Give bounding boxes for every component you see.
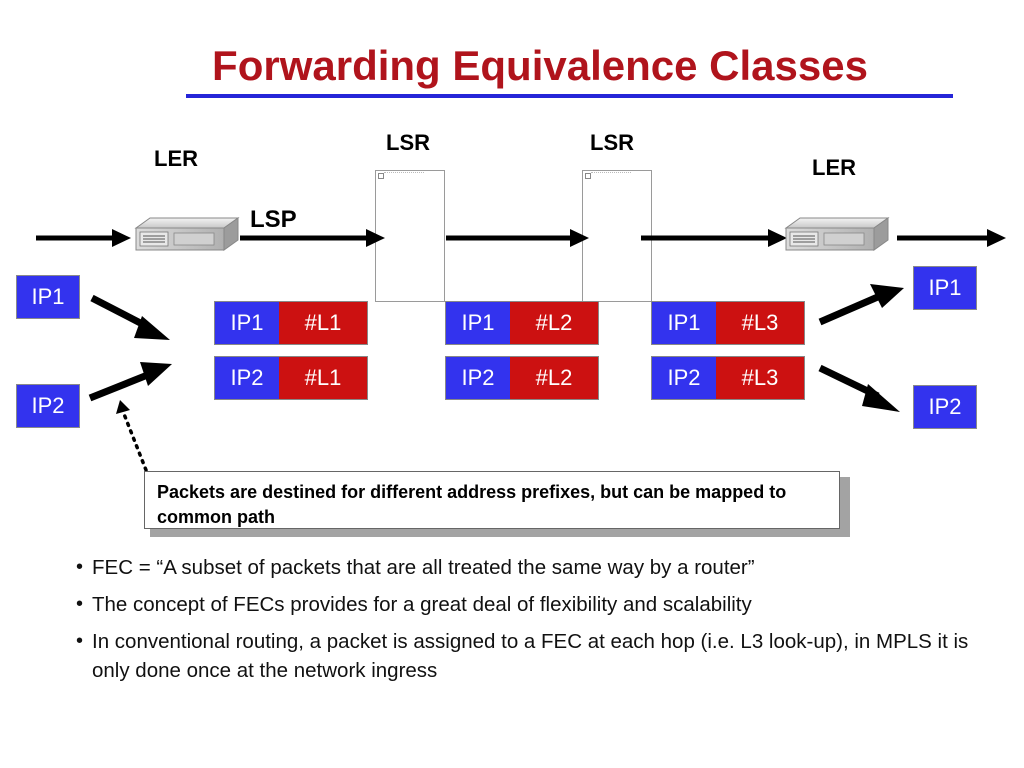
lsp-arrow-1 bbox=[36, 229, 131, 247]
lsr-2-node bbox=[582, 170, 652, 302]
label-row-label: #L3 bbox=[716, 302, 804, 344]
callout-connector bbox=[116, 400, 148, 472]
input-arrow-ip1 bbox=[90, 294, 170, 340]
placeholder-corner-icon bbox=[378, 173, 384, 179]
label-row-ip: IP2 bbox=[446, 357, 510, 399]
bullet-item: • FEC = “A subset of packets that are all… bbox=[72, 553, 972, 582]
label-row-ip: IP1 bbox=[446, 302, 510, 344]
output-arrow-ip1 bbox=[818, 284, 904, 326]
output-arrow-ip2 bbox=[818, 364, 900, 412]
label-table-3-row-1: IP1 #L3 bbox=[651, 301, 805, 345]
bullet-list: • FEC = “A subset of packets that are all… bbox=[72, 553, 972, 693]
bullet-dot-icon: • bbox=[76, 593, 84, 615]
placeholder-caption bbox=[384, 172, 424, 176]
input-ip2-box: IP2 bbox=[16, 384, 80, 428]
label-table-2-row-2: IP2 #L2 bbox=[445, 356, 599, 400]
label-row-ip: IP1 bbox=[215, 302, 279, 344]
output-ip1-box: IP1 bbox=[913, 266, 977, 310]
title-underline bbox=[186, 94, 953, 98]
output-ip2-box: IP2 bbox=[913, 385, 977, 429]
label-row-label: #L2 bbox=[510, 302, 598, 344]
label-table-3-row-2: IP2 #L3 bbox=[651, 356, 805, 400]
lsp-arrow-3 bbox=[446, 229, 589, 247]
label-row-label: #L3 bbox=[716, 357, 804, 399]
label-table-2-row-1: IP1 #L2 bbox=[445, 301, 599, 345]
callout-note: Packets are destined for different addre… bbox=[144, 471, 840, 529]
label-row-ip: IP2 bbox=[215, 357, 279, 399]
label-row-label: #L1 bbox=[279, 302, 367, 344]
input-arrow-ip2 bbox=[88, 362, 172, 402]
input-ip1-box: IP1 bbox=[16, 275, 80, 319]
label-table-1-row-1: IP1 #L1 bbox=[214, 301, 368, 345]
placeholder-corner-icon bbox=[585, 173, 591, 179]
ler-left-label: LER bbox=[154, 146, 198, 171]
lsr-2-label: LSR bbox=[590, 130, 634, 155]
lsp-arrow-5 bbox=[897, 229, 1006, 247]
lsp-arrow-2 bbox=[240, 229, 385, 247]
label-row-ip: IP1 bbox=[652, 302, 716, 344]
bullet-text: In conventional routing, a packet is ass… bbox=[92, 630, 969, 682]
ler-right-label: LER bbox=[812, 155, 856, 180]
bullet-text: The concept of FECs provides for a great… bbox=[92, 593, 752, 616]
lsr-1-label: LSR bbox=[386, 130, 430, 155]
page-title: Forwarding Equivalence Classes bbox=[212, 42, 868, 89]
label-row-label: #L2 bbox=[510, 357, 598, 399]
lsp-label: LSP bbox=[250, 206, 297, 233]
bullet-item: • The concept of FECs provides for a grea… bbox=[72, 590, 972, 619]
bullet-item: • In conventional routing, a packet is as… bbox=[72, 627, 972, 685]
bullet-dot-icon: • bbox=[76, 630, 84, 652]
bullet-dot-icon: • bbox=[76, 556, 84, 578]
router-left-icon bbox=[134, 217, 240, 251]
lsr-1-node bbox=[375, 170, 445, 302]
placeholder-caption bbox=[591, 172, 631, 176]
router-right-icon bbox=[784, 217, 890, 251]
bullet-text: FEC = “A subset of packets that are all … bbox=[92, 556, 755, 579]
label-row-ip: IP2 bbox=[652, 357, 716, 399]
label-table-1-row-2: IP2 #L1 bbox=[214, 356, 368, 400]
label-row-label: #L1 bbox=[279, 357, 367, 399]
lsp-arrow-4 bbox=[641, 229, 787, 247]
